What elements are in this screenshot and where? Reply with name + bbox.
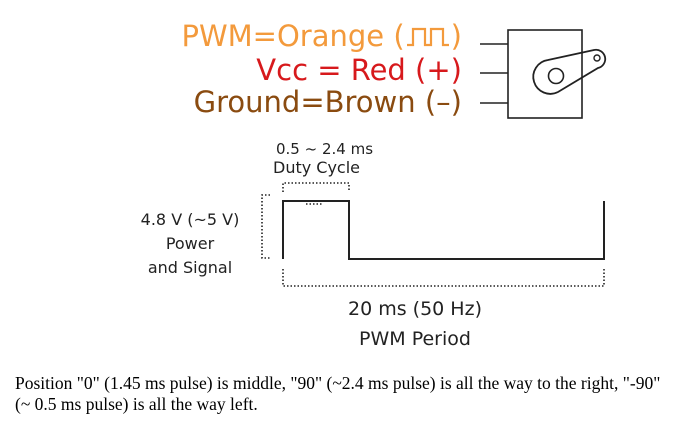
pwm-waveform — [261, 182, 605, 287]
ground-wire-label: Ground=Brown (–) — [193, 85, 462, 119]
power-label: Power — [165, 234, 215, 253]
pwm-wire-close: ) — [450, 19, 462, 53]
duty-range-label: 0.5 ~ 2.4 ms — [276, 140, 374, 158]
duty-bracket — [282, 182, 350, 192]
period-label: 20 ms (50 Hz) PWM Period — [300, 294, 530, 354]
period-title: PWM Period — [359, 328, 471, 350]
servo-hub — [547, 67, 565, 85]
servo-motor-icon — [480, 29, 607, 119]
pwm-wire-text: PWM=Orange ( — [181, 19, 405, 53]
caption: Position "0" (1.45 ms pulse) is middle, … — [15, 373, 661, 414]
voltage-bracket — [261, 194, 270, 259]
period-value: 20 ms (50 Hz) — [348, 298, 482, 320]
period-bracket — [282, 269, 605, 287]
duty-cycle-label: Duty Cycle — [273, 158, 361, 177]
pwm-wire-label: PWM=Orange () — [182, 20, 463, 52]
servo-body — [507, 29, 583, 119]
voltage-label: 4.8 V (~5 V) Power and Signal — [130, 208, 250, 280]
pulse-waveform-icon — [406, 27, 449, 47]
vcc-wire-label: Vcc = Red (+) — [256, 53, 462, 87]
voltage-value: 4.8 V (~5 V) — [140, 210, 240, 229]
pulse-line — [282, 200, 605, 260]
servo-horn — [532, 48, 607, 95]
and-signal-label: and Signal — [147, 258, 233, 277]
servo-horn-hole — [593, 54, 601, 62]
